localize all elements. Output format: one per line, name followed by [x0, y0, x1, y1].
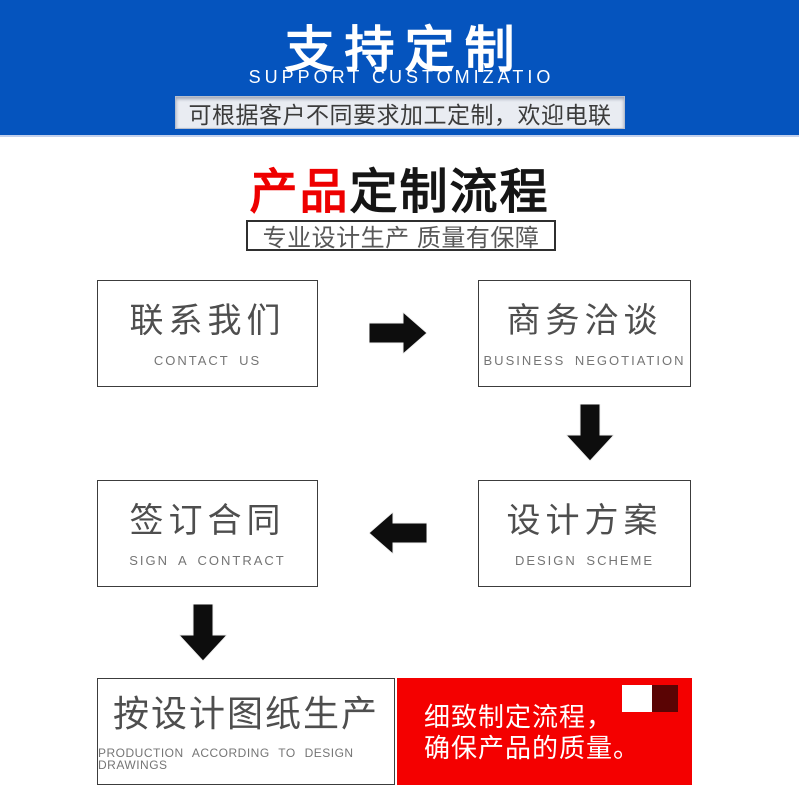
note-line-1: 细致制定流程， [424, 702, 614, 732]
arrow-right-icon [369, 312, 427, 354]
note-decoration [622, 685, 678, 712]
banner-strip: 可根据客户不同要求加工定制，欢迎电联 [175, 96, 625, 129]
flow-step-title: 签订合同 [129, 502, 286, 540]
flow-step-title: 按设计图纸生产 [112, 693, 379, 734]
flow-step-sign-contract: 签订合同 SIGN A CONTRACT [97, 480, 318, 587]
flow-step-production: 按设计图纸生产 PRODUCTION ACCORDING TO DESIGN D… [97, 678, 395, 785]
arrow-down-icon [179, 604, 227, 661]
note-line-2: 确保产品的质量。 [424, 733, 641, 763]
customization-banner: 支持定制 SUPPORT CUSTOMIZATIO 可根据客户不同要求加工定制，… [0, 0, 799, 137]
flow-step-subtitle: PRODUCTION ACCORDING TO DESIGN DRAWINGS [98, 746, 354, 772]
tagline-text: 专业设计生产 质量有保障 [262, 225, 540, 252]
banner-subtitle: SUPPORT CUSTOMIZATIO [248, 67, 555, 87]
flow-step-title: 设计方案 [506, 502, 663, 540]
section-title-red-part: 产品 [249, 166, 350, 219]
flow-step-business-negotiation: 商务洽谈 BUSINESS NEGOTIATION [478, 280, 691, 387]
flow-step-subtitle: SIGN A CONTRACT [129, 553, 286, 568]
arrow-down-icon [566, 404, 614, 461]
flow-step-title: 联系我们 [129, 302, 286, 340]
deco-white-square [622, 685, 652, 712]
quality-note: 细致制定流程， 确保产品的质量。 [397, 678, 692, 785]
flow-step-title: 商务洽谈 [506, 302, 663, 340]
tagline-box: 专业设计生产 质量有保障 [246, 220, 556, 252]
banner-title: 支持定制 [284, 22, 525, 78]
flow-step-subtitle: CONTACT US [153, 353, 262, 368]
flow-step-subtitle: BUSINESS NEGOTIATION [483, 353, 686, 368]
flow-step-subtitle: DESIGN SCHEME [514, 553, 655, 568]
banner-strip-text: 可根据客户不同要求加工定制，欢迎电联 [188, 101, 612, 128]
section-title: 产品定制流程 [0, 152, 799, 222]
section-title-black-part: 定制流程 [349, 166, 550, 219]
flow-step-design-scheme: 设计方案 DESIGN SCHEME [478, 480, 691, 587]
arrow-left-icon [369, 512, 427, 554]
deco-maroon-square [652, 685, 678, 712]
flow-step-contact-us: 联系我们 CONTACT US [97, 280, 318, 387]
